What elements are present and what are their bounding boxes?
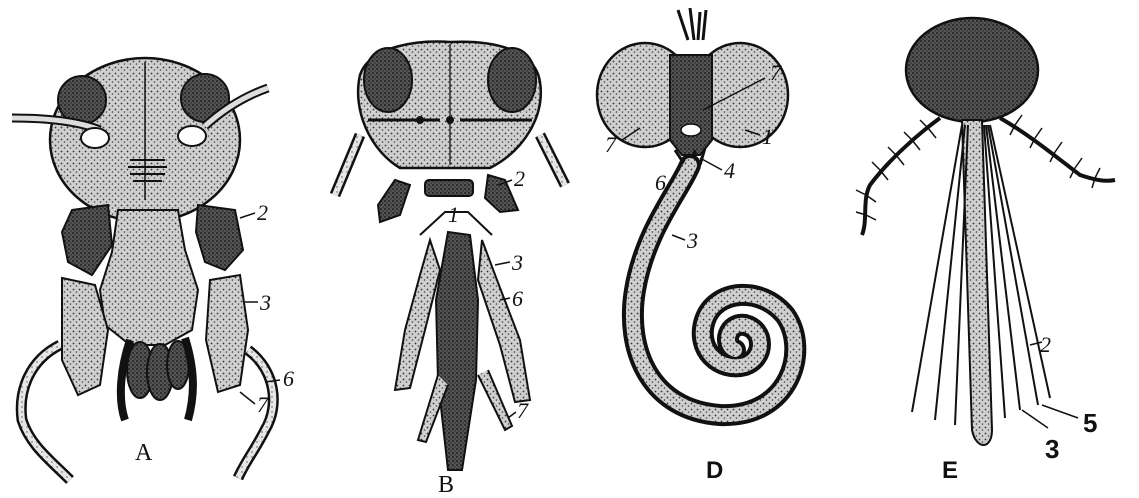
panel-b-label-2: 2	[514, 166, 525, 191]
panel-a: 2 3 6 7 A	[12, 58, 294, 480]
panel-d-label-3: 3	[686, 228, 698, 253]
panel-b: 1 2 3 6 7 B	[335, 42, 565, 498]
panel-d-label-7-left: 7	[605, 132, 617, 157]
panel-e-label-3: 3	[1045, 434, 1059, 464]
panel-a-mandible-left	[62, 205, 112, 275]
panel-e-antenna-left	[862, 118, 940, 235]
panel-b-eye-left	[364, 48, 412, 112]
panel-d-label-6: 6	[655, 170, 666, 195]
panel-a-label-2: 2	[257, 200, 268, 225]
panel-b-maxilla-left	[395, 240, 440, 390]
panel-a-letter: A	[135, 440, 153, 466]
panel-a-maxilla-right	[206, 275, 248, 392]
panel-e-head	[906, 18, 1038, 122]
panel-d: 7 1 7 6 4 3 D	[597, 8, 795, 484]
panel-a-label-7: 7	[257, 392, 269, 417]
panel-b-label-6: 6	[512, 286, 523, 311]
panel-a-label-6: 6	[283, 366, 294, 391]
panel-d-label-4: 4	[724, 158, 735, 183]
panel-b-label-3: 3	[511, 250, 523, 275]
panel-d-label-1: 1	[762, 124, 773, 149]
panel-b-label-1: 1	[448, 202, 459, 227]
panel-b-eye-right	[488, 48, 536, 112]
panel-d-letter: D	[706, 457, 723, 484]
panel-e-letter: E	[942, 457, 958, 484]
panel-b-mandible-left	[378, 180, 410, 222]
panel-e: 2 3 5 E	[856, 18, 1115, 484]
panel-a-label-3: 3	[259, 290, 271, 315]
panel-b-label-7: 7	[517, 398, 529, 423]
panel-b-glossa	[436, 232, 478, 470]
panel-e-label-5: 5	[1083, 408, 1097, 438]
panel-a-labium	[100, 210, 198, 345]
panel-e-label-2: 2	[1040, 332, 1051, 357]
panel-a-mandible-right	[196, 205, 243, 270]
panel-b-letter: B	[438, 472, 454, 498]
panel-d-label-7-top: 7	[770, 60, 782, 85]
